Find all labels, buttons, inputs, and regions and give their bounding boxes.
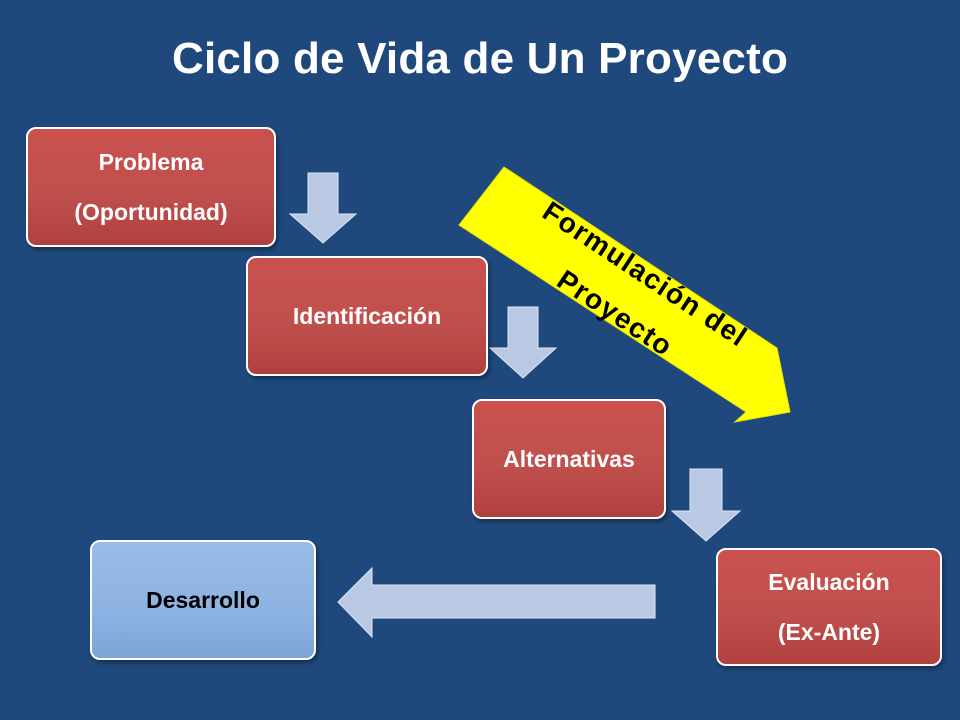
- step-label-evaluacion: Evaluación: [768, 569, 890, 595]
- step-sublabel-ex-ante: (Ex-Ante): [777, 619, 881, 645]
- left-arrow-shape: [337, 566, 656, 639]
- down-arrow-shape-1: [288, 172, 358, 244]
- step-box-desarrollo: Desarrollo: [90, 540, 316, 660]
- step-box-evaluacion: Evaluación (Ex-Ante): [716, 548, 942, 666]
- step-label-desarrollo: Desarrollo: [146, 587, 260, 613]
- step-label-problema: Problema: [98, 149, 204, 175]
- down-arrow-shape-3: [670, 468, 742, 542]
- down-arrow-shape-2: [488, 306, 558, 379]
- step-box-problema: Problema (Oportunidad): [26, 127, 276, 247]
- step-box-alternativas: Alternativas: [472, 399, 666, 519]
- step-label-alternativas: Alternativas: [503, 446, 635, 472]
- banner-text-line1: Formulación del: [537, 195, 753, 353]
- banner-arrow-shape: [458, 166, 791, 423]
- step-sublabel-oportunidad: (Oportunidad): [74, 199, 228, 225]
- banner-text-line2: Proyecto: [552, 264, 679, 363]
- slide-title: Ciclo de Vida de Un Proyecto: [171, 34, 789, 83]
- step-label-identificacion: Identificación: [292, 303, 442, 329]
- step-box-identificacion: Identificación: [246, 256, 488, 376]
